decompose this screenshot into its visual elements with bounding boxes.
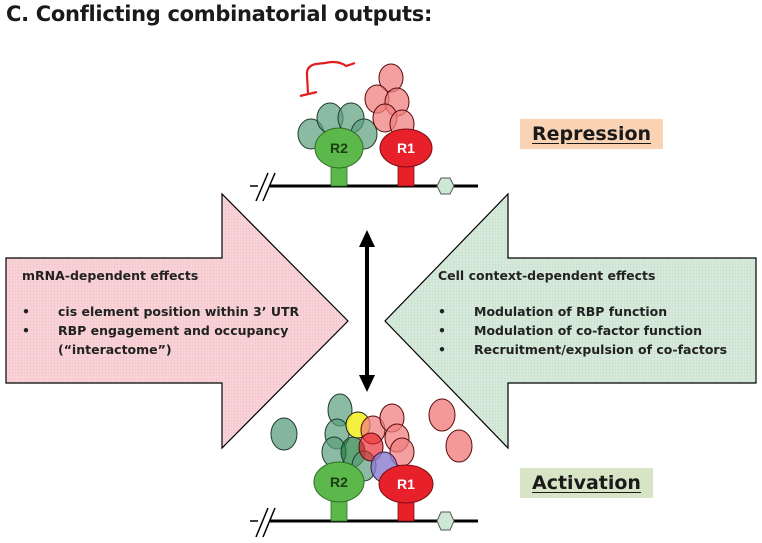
repression-inhibitor-icon	[299, 60, 356, 98]
activation-complex: R2 R1	[250, 393, 478, 538]
bullet-marker: •	[438, 323, 446, 338]
activation-label: Activation	[520, 468, 653, 498]
mrna-dependent-panel: mRNA-dependent effects • cis element pos…	[22, 266, 322, 359]
r1-label: R1	[397, 140, 415, 156]
hexagon-element-icon	[436, 511, 455, 531]
bullet-text: Recruitment/expulsion of co-factors	[474, 342, 728, 357]
panel-heading: Cell context-dependent effects	[438, 268, 656, 283]
right-arrow-cell-context	[384, 192, 757, 450]
bullet-text: Modulation of RBP function	[474, 304, 668, 319]
vertical-double-headed-arrow-icon	[359, 230, 375, 392]
list-item: • RBP engagement and occupancy	[22, 321, 322, 340]
r2-protein	[314, 127, 364, 169]
cell-context-panel: Cell context-dependent effects • Modulat…	[438, 266, 758, 359]
repression-label: Repression	[520, 119, 664, 149]
bullet-text: RBP engagement and occupancy	[58, 323, 289, 338]
bullet-continuation: (“interactome”)	[58, 342, 172, 357]
list-item: • Modulation of co-factor function	[438, 321, 758, 340]
bullet-text: Modulation of co-factor function	[474, 323, 703, 338]
hexagon-element-icon	[436, 177, 455, 195]
r2-label: R2	[330, 474, 348, 490]
figure-title: C. Conflicting combinatorial outputs:	[6, 2, 433, 26]
bullet-text: cis element position within 3’ UTR	[58, 304, 300, 319]
list-item: • Modulation of RBP function	[438, 302, 758, 321]
r1-label: R1	[397, 476, 415, 492]
bullet-marker: •	[438, 304, 446, 319]
r2-protein	[313, 461, 365, 503]
r2-stem	[330, 165, 348, 187]
r2-label: R2	[330, 140, 348, 156]
bullet-marker: •	[438, 342, 446, 357]
left-arrow-mrna-dependent	[5, 192, 349, 450]
bullet-marker: •	[22, 323, 30, 338]
break-mark-icon	[250, 507, 276, 538]
repression-complex: R2 R1	[250, 60, 478, 202]
r1-protein	[378, 464, 434, 504]
r1-protein	[379, 128, 433, 168]
list-item: • cis element position within 3’ UTR	[22, 302, 322, 321]
bullet-marker: •	[22, 304, 30, 319]
r1-stem	[397, 165, 415, 187]
list-item: • Recruitment/expulsion of co-factors	[438, 340, 758, 359]
break-mark-icon	[250, 172, 276, 202]
panel-heading: mRNA-dependent effects	[22, 268, 199, 283]
r2-stem	[330, 499, 348, 522]
